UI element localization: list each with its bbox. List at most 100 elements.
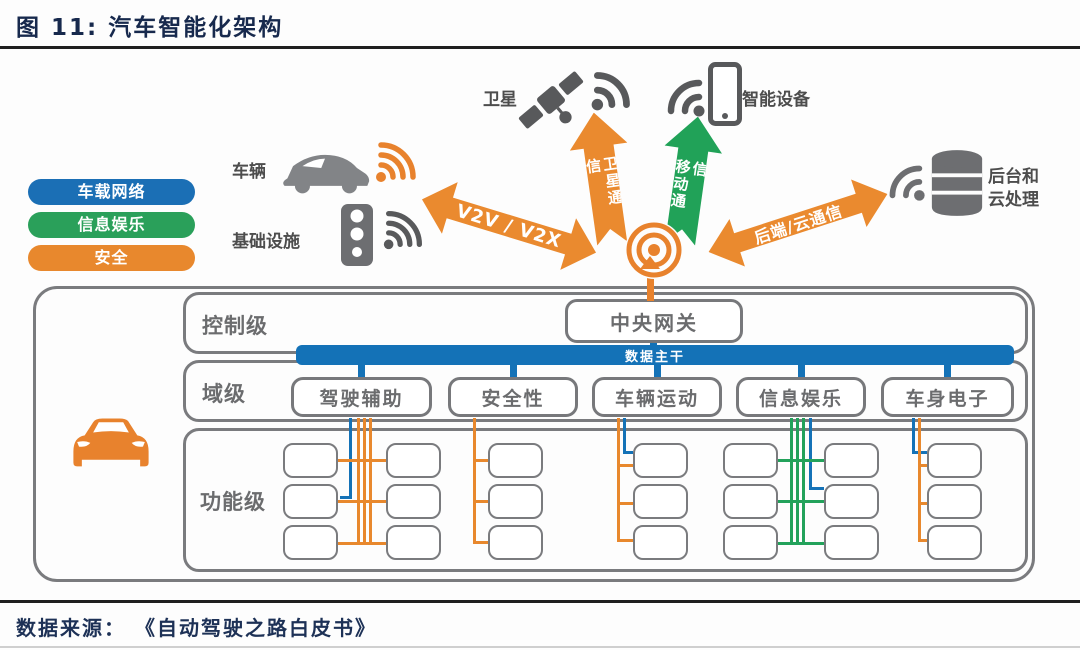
legend-safety: 安全: [28, 245, 195, 271]
domain-node-body-electronics: 车身电子: [881, 377, 1014, 417]
function-ecu-box: [283, 443, 338, 478]
function-ecu-box: [386, 484, 441, 519]
satellite-wifi-icon: [591, 72, 630, 111]
beacon-arrowhead: [640, 256, 660, 269]
mobile-comm-label: 移动通信: [667, 157, 710, 211]
smart-device-wifi-icon: [667, 79, 705, 117]
function-level-label: 功能级: [200, 490, 266, 514]
header-rule: [0, 46, 1080, 49]
bus-line: [617, 418, 620, 542]
backbone-stub: [654, 364, 661, 378]
bus-line: [809, 418, 812, 490]
database-icon: [931, 150, 983, 216]
traffic-light-icon: [341, 204, 373, 266]
backend-cloud-label: 后台和 云处理: [988, 167, 1039, 210]
satellite-comm-label: 卫星通信: [583, 154, 625, 208]
bus-line: [349, 418, 352, 499]
function-ecu-box: [927, 443, 982, 478]
bus-line: [473, 418, 476, 542]
satellite-label: 卫星: [483, 90, 517, 110]
bus-line: [340, 496, 352, 499]
function-ecu-box: [723, 484, 778, 519]
central-gateway-node: 中央网关: [565, 299, 743, 343]
backbone-stub: [798, 364, 805, 378]
bus-line: [623, 451, 633, 454]
function-ecu-box: [386, 443, 441, 478]
bus-line: [796, 418, 799, 545]
vehicle-architecture-box: [33, 286, 1035, 582]
bus-line: [790, 418, 793, 545]
function-level-box: [183, 428, 1028, 572]
bottom-rule: [0, 646, 1080, 648]
bus-line: [473, 459, 488, 462]
vehicle-front-icon: [73, 418, 149, 467]
control-level-label: 控制级: [202, 314, 268, 338]
figure-title: 图 11: 汽车智能化架构: [16, 15, 284, 41]
bus-line: [338, 500, 386, 503]
gateway-backbone-connector: [650, 340, 657, 348]
function-ecu-box: [927, 525, 982, 560]
backbone-stub: [510, 364, 517, 378]
vehicle-label: 车辆: [232, 162, 266, 182]
bus-line: [918, 418, 921, 542]
bus-line: [918, 502, 927, 505]
smartphone-icon: [708, 62, 742, 126]
domain-node-infotainment: 信息娱乐: [736, 377, 866, 417]
function-ecu-box: [488, 443, 543, 478]
backend-comm-label: 后端/云通信: [751, 201, 846, 248]
backend-comm-arrow: 后端/云通信: [701, 170, 895, 276]
function-ecu-box: [723, 525, 778, 560]
function-ecu-box: [723, 443, 778, 478]
bus-line: [617, 539, 633, 542]
bus-line: [809, 487, 824, 490]
bus-line: [363, 418, 366, 545]
v2x-label: V2V / V2X: [453, 200, 565, 252]
backbone-stub: [358, 364, 365, 378]
backbone-stub: [944, 364, 951, 378]
satellite-icon: [518, 71, 584, 129]
bus-line: [338, 459, 386, 462]
function-ecu-box: [824, 443, 879, 478]
bus-line: [778, 500, 824, 503]
function-ecu-box: [386, 525, 441, 560]
bus-line: [357, 418, 360, 545]
function-ecu-box: [633, 443, 688, 478]
function-ecu-box: [283, 525, 338, 560]
domain-level-label: 域级: [202, 382, 246, 406]
bus-line: [338, 542, 386, 545]
vehicle-wifi-icon: [376, 142, 416, 182]
bus-line: [369, 418, 372, 545]
function-ecu-box: [488, 525, 543, 560]
bus-line: [778, 459, 824, 462]
data-backbone-bar: 数据主干: [296, 345, 1014, 365]
backend-wifi-icon: [889, 165, 925, 201]
bus-line: [912, 418, 915, 454]
bus-line: [617, 502, 633, 505]
beacon-gateway-connector: [647, 268, 654, 301]
function-ecu-box: [633, 484, 688, 519]
infrastructure-wifi-icon: [383, 211, 422, 250]
bus-line: [623, 418, 626, 454]
function-ecu-box: [824, 484, 879, 519]
car-icon: [283, 154, 370, 194]
infrastructure-label: 基础设施: [232, 232, 300, 252]
bus-line: [473, 500, 488, 503]
domain-node-driving-assist: 驾驶辅助: [291, 377, 432, 417]
function-ecu-box: [283, 484, 338, 519]
v2x-arrow: V2V / V2X: [414, 174, 604, 279]
smart-device-label: 智能设备: [742, 90, 810, 110]
bus-line: [778, 542, 824, 545]
function-ecu-box: [488, 484, 543, 519]
domain-node-safety: 安全性: [448, 377, 578, 417]
legend-infotainment: 信息娱乐: [28, 212, 195, 238]
source-note: 数据来源： 《自动驾驶之路白皮书》: [16, 616, 377, 640]
footer-rule: [0, 600, 1080, 603]
bus-line: [473, 541, 488, 544]
bus-line: [802, 418, 805, 545]
function-ecu-box: [927, 484, 982, 519]
function-ecu-box: [633, 525, 688, 560]
bus-line: [918, 539, 927, 542]
legend-vehicle-network: 车载网络: [28, 179, 195, 205]
domain-node-vehicle-motion: 车辆运动: [592, 377, 722, 417]
